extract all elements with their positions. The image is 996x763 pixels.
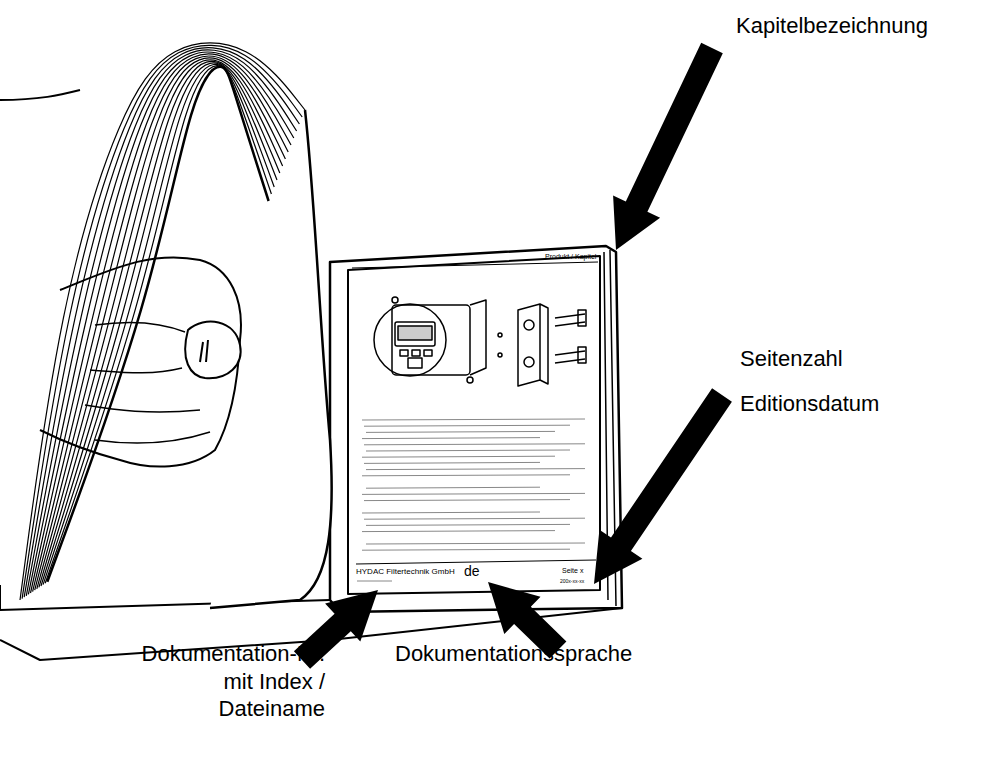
- page-text-lines: [357, 419, 585, 581]
- text-line: [366, 469, 585, 470]
- page-text: 200x-xx-xx: [560, 578, 584, 584]
- text-line: [366, 543, 585, 544]
- callout-label: Dokumentationssprache: [395, 640, 632, 668]
- text-line: [362, 475, 570, 476]
- callout-label: Editionsdatum: [740, 390, 879, 418]
- callout-label: Seitenzahl: [740, 345, 843, 373]
- pointer-arrows: [294, 43, 732, 669]
- pointer-arrow: [613, 43, 723, 250]
- text-line: [364, 500, 570, 501]
- manual-page: [348, 256, 600, 594]
- page-text: Produkt / Kapitel: [545, 253, 596, 262]
- page-text: HYDAC Filtertechnik GmbH: [356, 567, 455, 577]
- text-line: [364, 444, 585, 445]
- text-line: [364, 462, 540, 463]
- text-line: [366, 431, 555, 432]
- text-line: [362, 419, 585, 420]
- callout-label: Kapitelbezeichnung: [736, 12, 928, 40]
- binder-cover: [330, 246, 622, 612]
- callout-label: Dokumentation-Nr. mit Index / Dateiname: [120, 640, 325, 723]
- text-line: [362, 438, 540, 439]
- text-line: [357, 581, 392, 582]
- text-line: [362, 493, 585, 494]
- text-line: [366, 524, 570, 525]
- page-text: Seite x: [562, 567, 583, 576]
- text-line: [366, 487, 540, 488]
- text-line: [362, 531, 555, 532]
- text-line: [366, 450, 570, 451]
- device-sketch: [374, 297, 586, 386]
- header-rule: [352, 262, 598, 268]
- text-line: [364, 425, 570, 426]
- arm-line: [0, 90, 80, 100]
- pointer-arrow: [594, 388, 732, 584]
- text-line: [362, 512, 540, 513]
- text-line: [362, 456, 555, 457]
- text-line: [362, 549, 570, 550]
- flipped-pages: [0, 43, 332, 608]
- text-line: [364, 518, 585, 519]
- page-text: de: [464, 563, 480, 581]
- front-page: [210, 110, 332, 608]
